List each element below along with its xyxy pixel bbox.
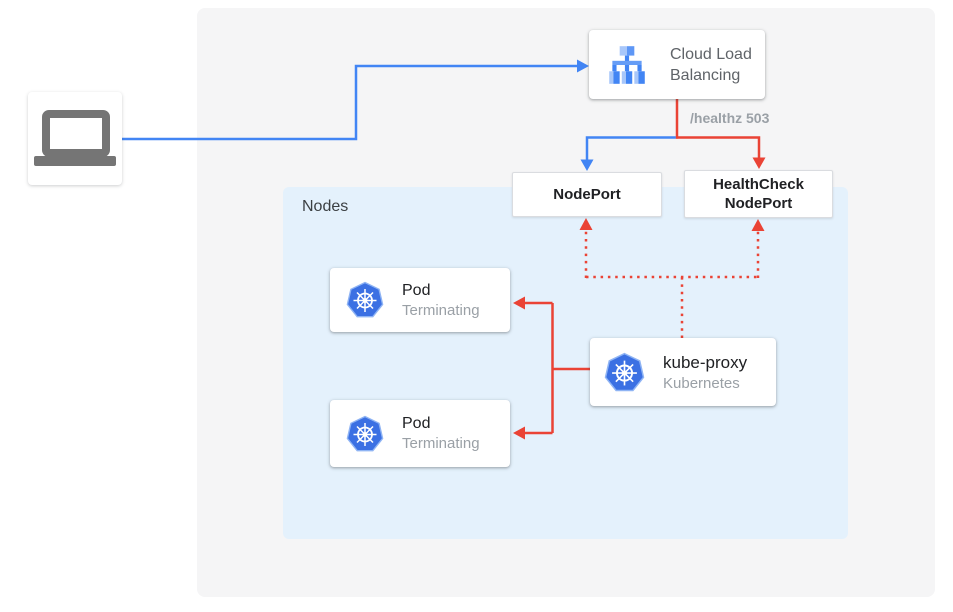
healthcheck-nodeport-box: HealthCheck NodePort (684, 170, 833, 218)
pod-1-title: Pod (402, 281, 431, 299)
pod-2-title: Pod (402, 415, 431, 432)
cloud-load-balancing-label: Cloud Load Balancing (670, 45, 752, 84)
laptop-icon (34, 109, 116, 166)
client-card (28, 92, 122, 185)
nodeport-label: NodePort (553, 186, 621, 203)
healthcheck-nodeport-label: HealthCheck NodePort (713, 176, 804, 212)
pod-2-card: Pod Terminating (330, 400, 510, 467)
kube-proxy-title: kube-proxy (663, 352, 748, 372)
pod-2-status: Terminating (402, 435, 480, 452)
nodes-panel-label: Nodes (302, 198, 349, 215)
pod-1-status: Terminating (402, 301, 480, 319)
nodeport-box: NodePort (512, 172, 662, 217)
kube-proxy-card: kube-proxy Kubernetes (590, 338, 776, 406)
kubernetes-icon (604, 352, 645, 391)
kubernetes-icon (346, 281, 384, 318)
healthz-503-label: /healthz 503 (690, 110, 770, 126)
cloud-load-balancing-card: Cloud Load Balancing (589, 30, 765, 99)
cloud-load-balancing-icon (609, 45, 645, 84)
kube-proxy-subtitle: Kubernetes (663, 374, 740, 392)
kubernetes-icon (346, 415, 384, 451)
pod-1-card: Pod Terminating (330, 268, 510, 332)
